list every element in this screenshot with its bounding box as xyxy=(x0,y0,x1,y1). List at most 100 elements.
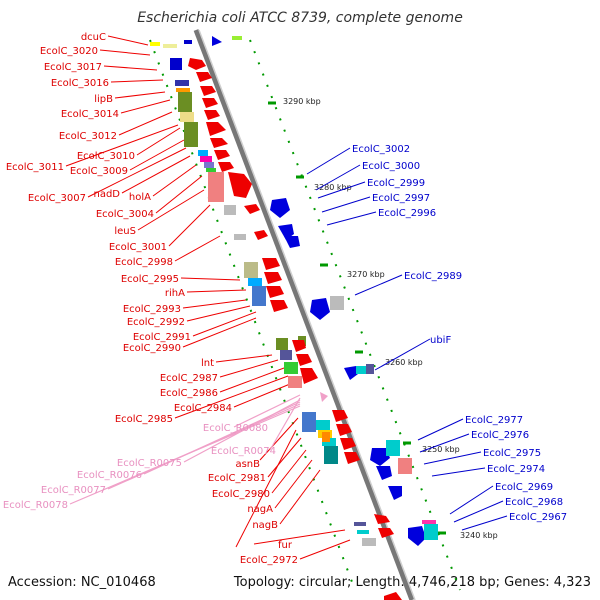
gene-arrow[interactable] xyxy=(270,198,290,218)
gene-block[interactable] xyxy=(252,286,266,306)
gene-label[interactable]: EcolC_2995 xyxy=(121,274,179,285)
gene-block[interactable] xyxy=(280,350,292,360)
gene-label[interactable]: EcolC_2968 xyxy=(505,497,563,508)
gene-label[interactable]: EcolC_2967 xyxy=(509,512,567,523)
gene-arrow[interactable] xyxy=(262,258,280,270)
gene-arrow[interactable] xyxy=(266,286,284,298)
gene-arrow[interactable] xyxy=(188,58,206,70)
gene-block[interactable] xyxy=(244,262,258,278)
gene-label[interactable]: EcolC_2977 xyxy=(465,415,523,426)
gene-block[interactable] xyxy=(248,278,262,286)
rna-label[interactable]: EcolC_R0075 xyxy=(117,458,182,469)
gene-block[interactable] xyxy=(398,458,412,474)
gene-arrow[interactable] xyxy=(292,340,306,352)
gene-label[interactable]: EcolC_2987 xyxy=(160,373,218,384)
gene-arrow[interactable] xyxy=(200,86,216,96)
gene-label[interactable]: leuS xyxy=(114,226,136,237)
gene-block[interactable] xyxy=(362,538,376,546)
gene-label[interactable]: EcolC_3001 xyxy=(109,242,167,253)
gene-block[interactable] xyxy=(224,205,236,215)
gene-label[interactable]: EcolC_2991 xyxy=(133,332,191,343)
gene-label[interactable]: EcolC_3011 xyxy=(6,162,64,173)
gene-block[interactable] xyxy=(386,440,400,456)
rna-gene-marker[interactable] xyxy=(320,392,328,402)
gene-label[interactable]: EcolC_3010 xyxy=(77,151,135,162)
gene-arrow[interactable] xyxy=(264,272,282,284)
gene-arrow[interactable] xyxy=(244,204,260,214)
gene-label[interactable]: nagB xyxy=(252,520,278,531)
gene-label[interactable]: EcolC_2972 xyxy=(240,555,298,566)
rna-label[interactable]: EcolC_R0077 xyxy=(41,485,106,496)
gene-arrow[interactable] xyxy=(196,72,212,82)
gene-block[interactable] xyxy=(288,376,302,388)
gene-label[interactable]: rihA xyxy=(165,288,185,299)
gene-arrow[interactable] xyxy=(206,122,226,136)
gene-block[interactable] xyxy=(176,88,190,92)
gene-label[interactable]: EcolC_3007 xyxy=(28,193,86,204)
gene-block[interactable] xyxy=(422,520,436,524)
gene-block[interactable] xyxy=(330,296,344,310)
gene-label[interactable]: EcolC_3004 xyxy=(96,209,154,220)
gene-block[interactable] xyxy=(322,432,330,442)
gene-arrow[interactable] xyxy=(270,300,288,312)
gene-block[interactable] xyxy=(163,44,177,48)
gene-arrow[interactable] xyxy=(336,424,352,436)
gene-label[interactable]: EcolC_2992 xyxy=(127,317,185,328)
gene-block[interactable] xyxy=(302,412,316,432)
gene-label[interactable]: EcolC_2984 xyxy=(174,403,232,414)
gene-arrow[interactable] xyxy=(378,528,394,538)
gene-block[interactable] xyxy=(206,168,216,172)
gene-block[interactable] xyxy=(150,42,160,46)
gene-block[interactable] xyxy=(234,234,246,240)
gene-label[interactable]: nagA xyxy=(247,504,273,515)
gene-block[interactable] xyxy=(178,92,192,112)
gene-arrow[interactable] xyxy=(300,368,318,384)
gene-label[interactable]: EcolC_2998 xyxy=(115,257,173,268)
gene-label[interactable]: nadD xyxy=(93,189,120,200)
gene-block[interactable] xyxy=(170,58,182,70)
gene-arrow[interactable] xyxy=(376,466,392,480)
gene-arrow[interactable] xyxy=(228,172,252,198)
gene-arrow[interactable] xyxy=(204,110,220,120)
gene-block[interactable] xyxy=(324,446,338,464)
gene-label[interactable]: EcolC_3009 xyxy=(70,166,128,177)
gene-label[interactable]: ubiF xyxy=(430,335,451,346)
gene-label[interactable]: EcolC_3000 xyxy=(362,161,420,172)
gene-label[interactable]: EcolC_2989 xyxy=(404,271,462,282)
rna-label[interactable]: EcolC_R0078 xyxy=(3,500,68,511)
gene-block[interactable] xyxy=(424,524,438,540)
gene-arrow[interactable] xyxy=(202,98,218,108)
gene-label[interactable]: EcolC_2985 xyxy=(115,414,173,425)
gene-arrow[interactable] xyxy=(284,236,300,248)
gene-label[interactable]: lipB xyxy=(94,94,113,105)
gene-arrow[interactable] xyxy=(388,486,402,500)
gene-block[interactable] xyxy=(184,40,192,44)
gene-label[interactable]: EcolC_3012 xyxy=(59,131,117,142)
gene-block[interactable] xyxy=(204,162,214,168)
gene-block[interactable] xyxy=(200,156,212,162)
gene-label[interactable]: EcolC_3016 xyxy=(51,78,109,89)
gene-arrow[interactable] xyxy=(374,514,390,524)
gene-label[interactable]: EcolC_2997 xyxy=(372,193,430,204)
gene-arrow[interactable] xyxy=(218,162,234,172)
gene-arrow[interactable] xyxy=(408,526,426,546)
gene-label[interactable]: EcolC_2974 xyxy=(487,464,545,475)
rna-label[interactable]: EcolC_R0076 xyxy=(77,470,142,481)
gene-label[interactable]: fur xyxy=(278,540,293,551)
gene-label[interactable]: EcolC_3002 xyxy=(352,144,410,155)
gene-block[interactable] xyxy=(316,420,330,430)
gene-block[interactable] xyxy=(198,150,208,156)
rna-label[interactable]: EcolC_R0080 xyxy=(203,423,268,434)
gene-label[interactable]: asnB xyxy=(235,459,260,470)
gene-arrow[interactable] xyxy=(214,150,230,160)
gene-arrow[interactable] xyxy=(210,138,228,148)
gene-block[interactable] xyxy=(175,80,189,86)
gene-label[interactable]: EcolC_2990 xyxy=(123,343,181,354)
gene-block[interactable] xyxy=(357,530,369,534)
gene-block[interactable] xyxy=(356,366,366,374)
gene-label[interactable]: EcolC_3017 xyxy=(44,62,102,73)
gene-label[interactable]: EcolC_2980 xyxy=(212,489,270,500)
rna-label[interactable]: EcolC_R0074 xyxy=(211,446,276,457)
gene-arrow[interactable] xyxy=(370,448,390,466)
gene-block[interactable] xyxy=(354,522,366,526)
